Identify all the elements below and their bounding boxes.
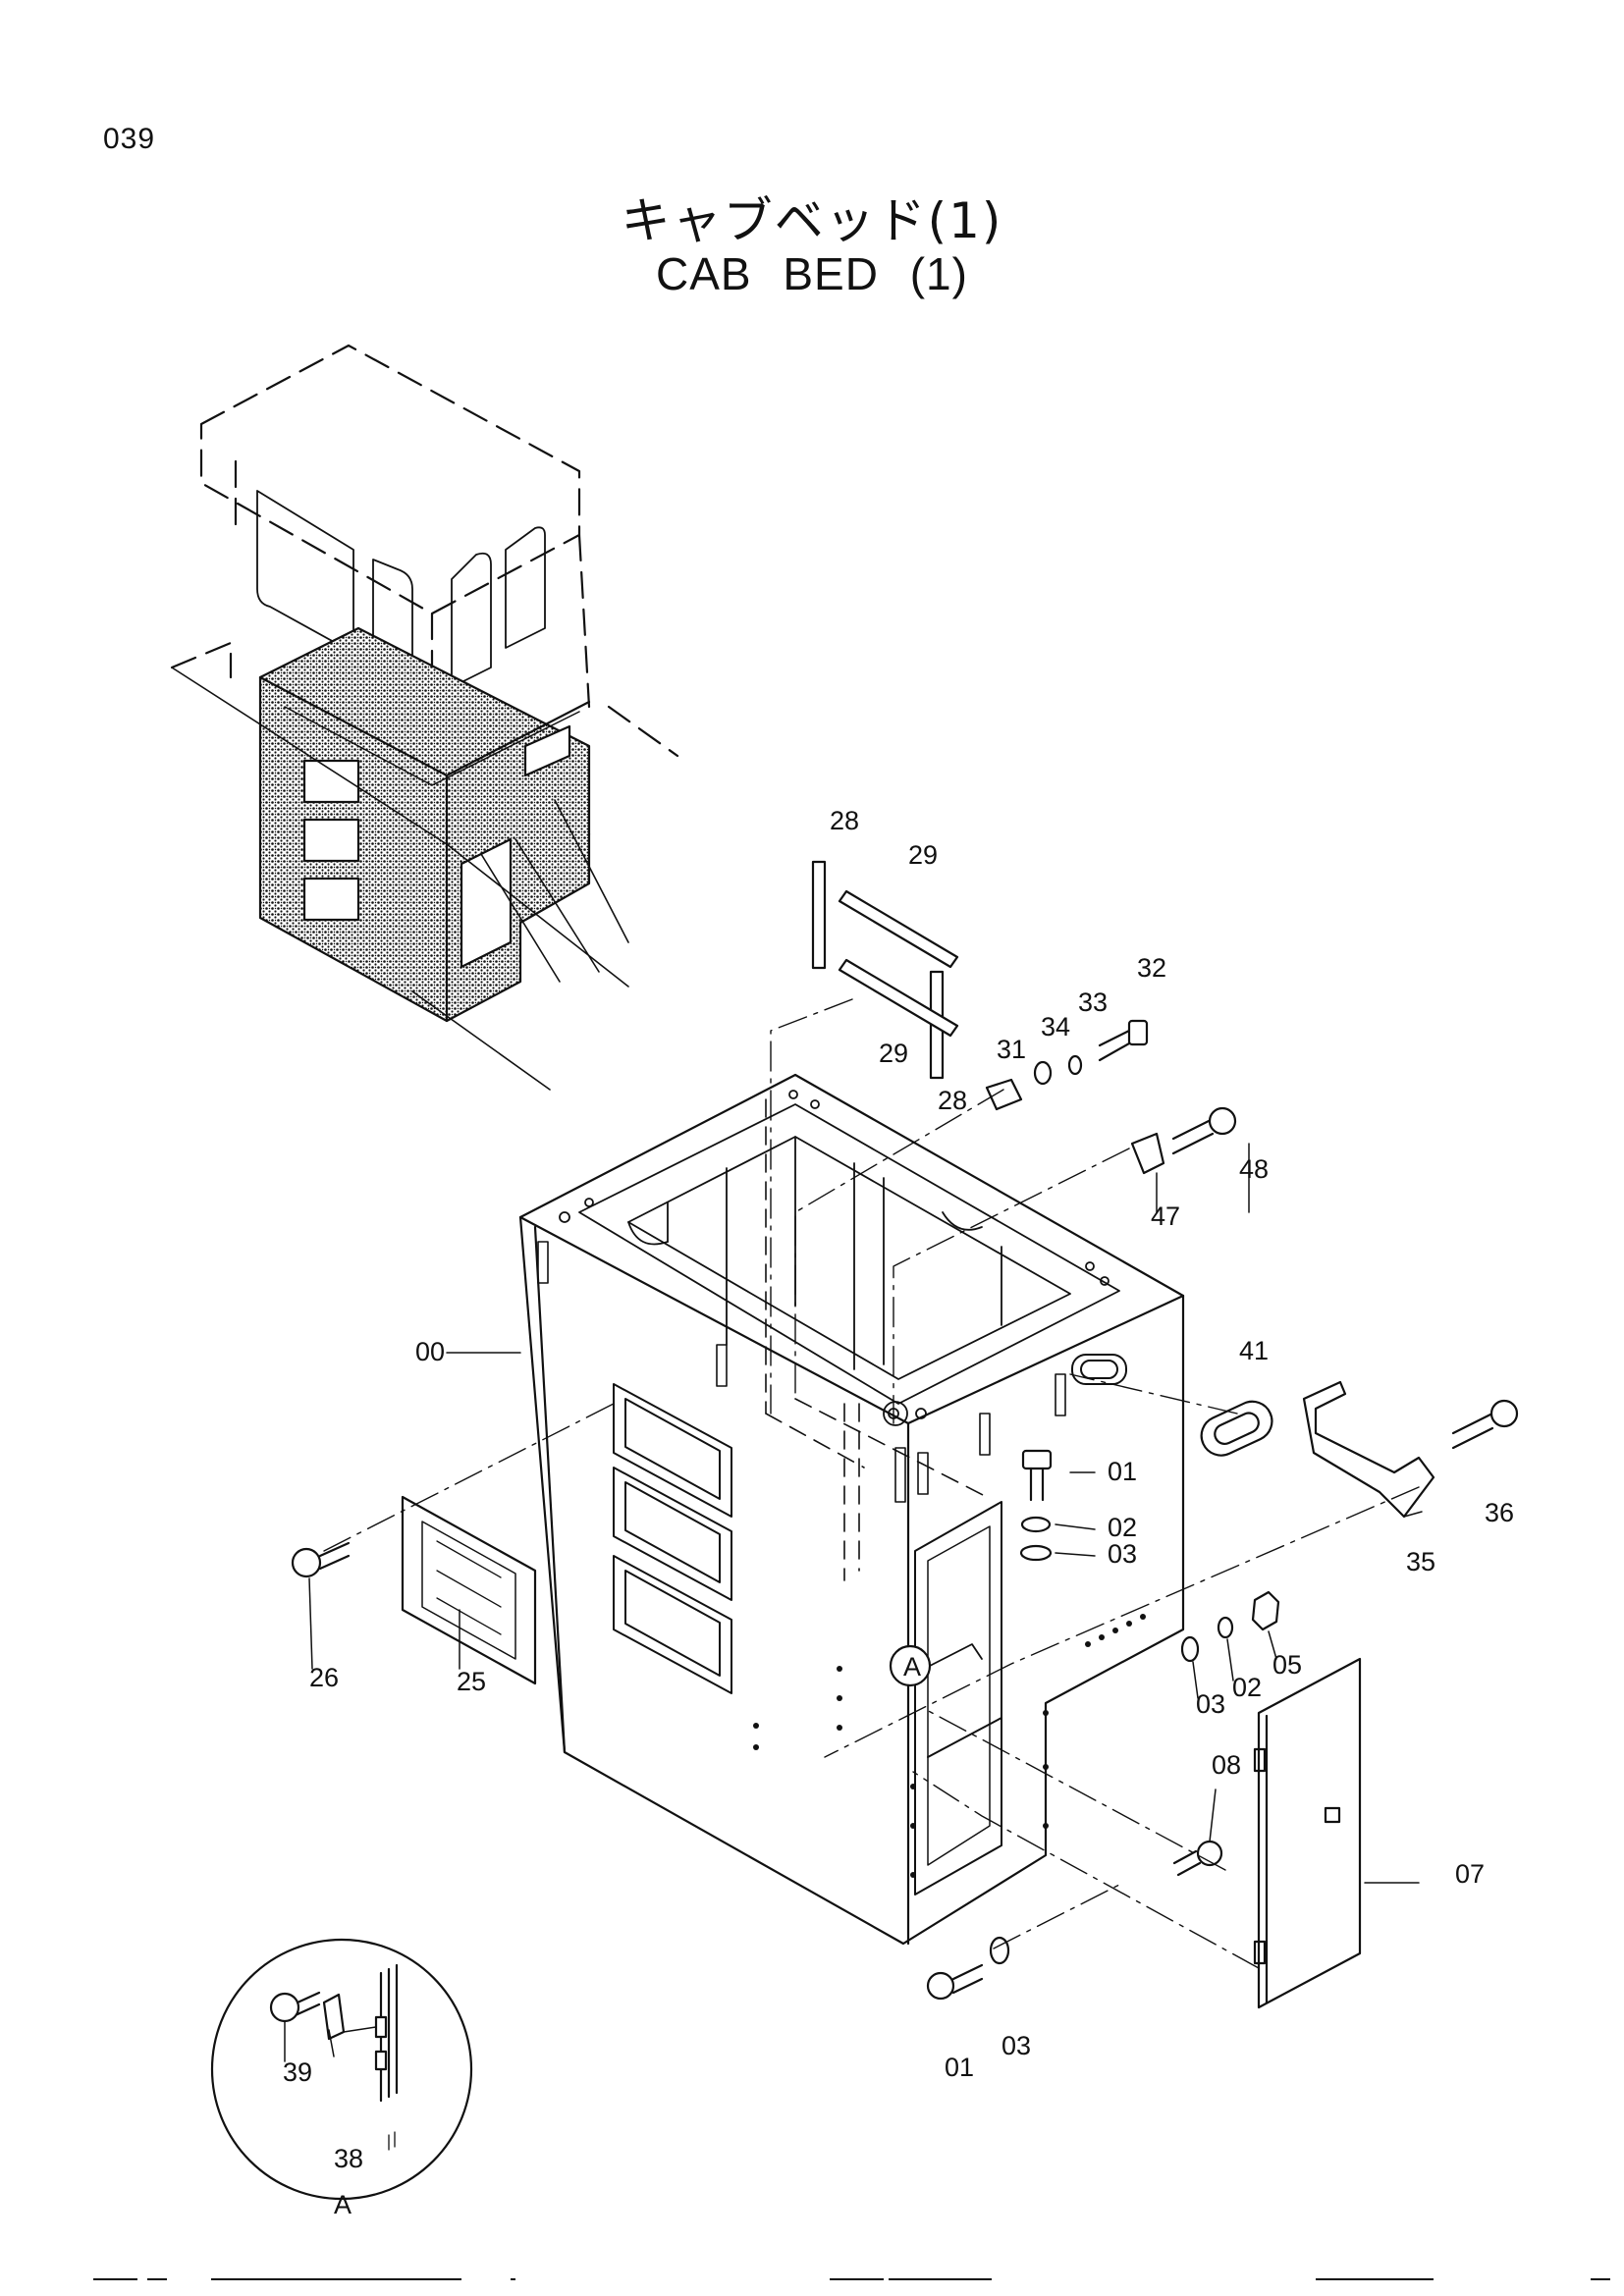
callout-c03c: 03 <box>1001 2031 1031 2060</box>
callout-c48: 48 <box>1239 1154 1269 1184</box>
cab-bed-dashed-inner <box>765 1098 988 1581</box>
part-36-bolt <box>1451 1399 1519 1450</box>
detail-a-labels: A A <box>334 1652 921 2219</box>
callout-c28a: 28 <box>830 806 859 835</box>
callout-c26: 26 <box>309 1663 339 1692</box>
part-35-bracket <box>1302 1380 1435 1519</box>
page-number: 039 <box>103 123 156 155</box>
callout-c02b: 02 <box>1232 1673 1262 1702</box>
title-english: CAB BED (1) <box>656 248 968 299</box>
callout-c03b: 03 <box>1196 1689 1225 1719</box>
assembly-dashdot-lines <box>323 998 1420 1969</box>
part-32-bolt <box>1098 1019 1149 1062</box>
part-31-clip <box>985 1078 1023 1111</box>
part-33-lockwasher <box>1067 1054 1083 1076</box>
part-05-nut <box>1251 1590 1280 1631</box>
locator-leader-lines <box>171 667 629 1091</box>
part-02-lockwasher-upper <box>1020 1516 1052 1533</box>
part-26-bolt <box>291 1541 351 1578</box>
locator-cab-windows <box>256 490 546 688</box>
part-47-bracket <box>1130 1132 1165 1175</box>
callout-c29b: 29 <box>879 1039 908 1068</box>
callout-c03a: 03 <box>1108 1539 1137 1569</box>
locator-bed-stippled <box>258 626 591 1023</box>
callout-c07: 07 <box>1455 1859 1485 1889</box>
callout-c41: 41 <box>1239 1336 1269 1365</box>
part-01-bolt-lower <box>926 1963 984 2001</box>
callout-c32: 32 <box>1137 953 1166 983</box>
callout-c39: 39 <box>283 2057 312 2087</box>
callout-leader-lines <box>308 1143 1423 1884</box>
part-08-bolt <box>1172 1840 1223 1877</box>
callout-c02a: 02 <box>1108 1513 1137 1542</box>
callout-c35: 35 <box>1406 1547 1435 1576</box>
part-29-strip <box>838 889 959 1038</box>
callout-c08: 08 <box>1212 1750 1241 1780</box>
part-41-grommet <box>1200 1400 1273 1457</box>
cab-bed-body <box>518 1073 1185 1946</box>
callout-c28b: 28 <box>938 1086 967 1115</box>
callout-c01b: 01 <box>945 2053 974 2082</box>
part-48-bolt <box>1171 1106 1237 1155</box>
cab-bed-slots <box>537 1241 1066 1503</box>
part-25-cover <box>401 1495 537 1685</box>
part-02-lockwasher-mid <box>1217 1616 1234 1639</box>
callout-c38: 38 <box>334 2144 363 2173</box>
callout-c25: 25 <box>457 1667 486 1696</box>
part-01-bolt-upper <box>1021 1449 1053 1502</box>
callout-c01a: 01 <box>1108 1457 1137 1486</box>
part-34-washer <box>1033 1060 1053 1086</box>
part-03-washer-lower <box>989 1936 1010 1965</box>
detail-a-marker-letter: A <box>903 1652 921 1682</box>
detail-a-circle <box>210 1938 473 2201</box>
callout-c47: 47 <box>1151 1201 1180 1231</box>
part-03-washer-upper <box>1019 1544 1053 1562</box>
cab-bed-side-openings <box>613 1354 1127 1896</box>
detail-a-caption: A <box>334 2190 352 2219</box>
callout-c36: 36 <box>1485 1498 1514 1527</box>
cab-bed-bolt-holes <box>753 1614 1146 1878</box>
callout-c31: 31 <box>997 1035 1026 1064</box>
callout-c00: 00 <box>415 1337 445 1366</box>
part-28-strip <box>811 860 945 1080</box>
callout-c34: 34 <box>1041 1012 1070 1041</box>
callout-c33: 33 <box>1078 988 1108 1017</box>
part-07-door <box>1253 1657 1362 2009</box>
callout-c29a: 29 <box>908 840 938 870</box>
callout-c05: 05 <box>1272 1650 1302 1680</box>
detail-a-marker <box>889 1643 983 1687</box>
title-japanese: キャブベッド(1) <box>621 192 1003 249</box>
part-03-washer-mid <box>1180 1635 1200 1663</box>
